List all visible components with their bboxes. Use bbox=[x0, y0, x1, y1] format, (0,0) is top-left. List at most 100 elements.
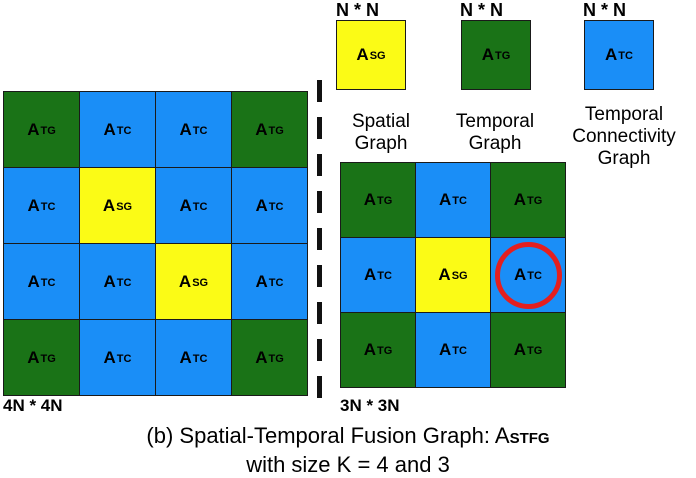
cell-symbol-main: A bbox=[255, 119, 268, 139]
cell-symbol-main: A bbox=[439, 190, 452, 209]
cell-symbol-sub: TC bbox=[268, 276, 284, 289]
divider-dash bbox=[317, 376, 322, 398]
cell-symbol-main: A bbox=[27, 347, 40, 367]
cell-symbol-sub: TC bbox=[192, 200, 208, 213]
cell-symbol-sub: TC bbox=[268, 200, 284, 213]
cell-symbol-main: A bbox=[102, 195, 116, 215]
cell-symbol-main: A bbox=[363, 190, 376, 209]
cell-symbol-sub: SG bbox=[116, 200, 133, 213]
cell-symbol-sub: TC bbox=[377, 270, 392, 282]
cell-symbol-sub: TC bbox=[192, 352, 208, 365]
cell-symbol-main: A bbox=[27, 119, 40, 139]
cell-symbol-sub: SG bbox=[451, 270, 468, 282]
divider-dash bbox=[317, 117, 322, 139]
cell-symbol-sub: TC bbox=[527, 270, 542, 282]
cell-symbol-main: A bbox=[438, 265, 451, 284]
grid3-size-label: 3N * 3N bbox=[340, 396, 400, 415]
cell-symbol-sub: TG bbox=[527, 345, 543, 357]
divider-dash bbox=[317, 191, 322, 213]
cell-symbol-main: A bbox=[513, 190, 526, 209]
legend-swatch-temporal-sub: TG bbox=[495, 50, 511, 62]
cell-symbol-main: A bbox=[103, 347, 116, 367]
cell-symbol-main: A bbox=[178, 271, 192, 291]
legend-label-connectivity: Temporal Connectivity Graph bbox=[556, 104, 692, 170]
caption-line-1: (b) Spatial-Temporal Fusion Graph: ASTFG bbox=[0, 423, 696, 452]
legend-label-connectivity-line3: Graph bbox=[597, 148, 651, 169]
cell-symbol-sub: TC bbox=[452, 195, 467, 207]
legend-label-temporal-line1: Temporal bbox=[455, 111, 535, 132]
legend-label-temporal: Temporal Graph bbox=[440, 111, 550, 155]
cell-symbol-main: A bbox=[364, 265, 377, 284]
legend-swatch-connectivity-main: A bbox=[605, 45, 618, 64]
cell-symbol-main: A bbox=[103, 119, 116, 139]
cell-symbol-sub: TG bbox=[268, 352, 284, 365]
cell-symbol-main: A bbox=[27, 195, 40, 215]
cell-symbol-main: A bbox=[179, 195, 192, 215]
cell-symbol-main: A bbox=[439, 340, 452, 359]
caption-line-2: with size K = 4 and 3 bbox=[246, 452, 450, 477]
divider-dash bbox=[317, 80, 322, 102]
cell-symbol-sub: TG bbox=[377, 345, 393, 357]
legend-size-label-spatial: N * N bbox=[336, 0, 380, 20]
cell-symbol-sub: SG bbox=[192, 276, 209, 289]
cell-symbol-sub: TG bbox=[527, 195, 543, 207]
cell-symbol-main: A bbox=[514, 265, 527, 284]
legend-label-spatial-line1: Spatial bbox=[351, 111, 411, 132]
caption-prefix: (b) Spatial-Temporal Fusion Graph: bbox=[146, 423, 495, 448]
legend-label-temporal-line2: Graph bbox=[468, 133, 522, 154]
cell-symbol-sub: TC bbox=[452, 345, 467, 357]
figure-caption: (b) Spatial-Temporal Fusion Graph: ASTFG… bbox=[0, 423, 696, 478]
legend-size-label-connectivity: N * N bbox=[583, 0, 627, 20]
legend-swatch-spatial-sub: SG bbox=[369, 50, 386, 62]
legend-label-spatial-line2: Graph bbox=[354, 133, 408, 154]
legend-label-connectivity-line1: Temporal bbox=[584, 104, 664, 125]
divider-dash bbox=[317, 339, 322, 361]
grid4-size-label: 4N * 4N bbox=[3, 396, 63, 415]
cell-symbol-sub: TC bbox=[40, 276, 56, 289]
cell-symbol-main: A bbox=[179, 347, 192, 367]
divider-dash bbox=[317, 154, 322, 176]
cell-symbol-main: A bbox=[513, 340, 526, 359]
cell-symbol-sub: TC bbox=[192, 124, 208, 137]
legend-swatch-spatial-main: A bbox=[356, 45, 369, 64]
cell-symbol-main: A bbox=[255, 347, 268, 367]
cell-symbol-main: A bbox=[179, 119, 192, 139]
cell-symbol-sub: TC bbox=[116, 124, 132, 137]
divider-dash bbox=[317, 265, 322, 287]
divider-dash bbox=[317, 228, 322, 250]
caption-symbol-main: A bbox=[494, 423, 510, 448]
cell-symbol-sub: TG bbox=[40, 352, 56, 365]
legend-swatch-temporal-main: A bbox=[481, 45, 494, 64]
cell-symbol-sub: TC bbox=[116, 276, 132, 289]
legend-size-label-temporal: N * N bbox=[460, 0, 504, 20]
cell-symbol-sub: TG bbox=[377, 195, 393, 207]
legend-label-connectivity-line2: Connectivity bbox=[572, 126, 676, 147]
legend-swatch-connectivity-sub: TC bbox=[618, 50, 633, 62]
divider-dash bbox=[317, 302, 322, 324]
